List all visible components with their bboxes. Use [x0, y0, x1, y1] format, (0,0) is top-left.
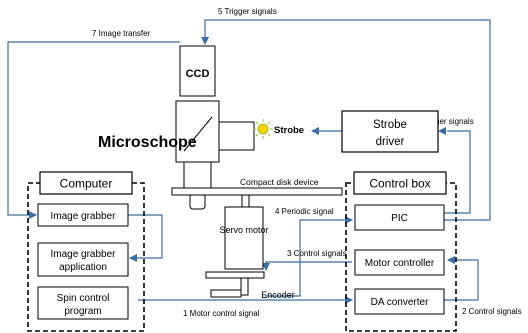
encoder-disk [205, 271, 265, 279]
image-grabber-label: Image grabber [50, 211, 116, 222]
encoder-shaft [240, 277, 249, 296]
spin-control-label-1: Spin control [57, 293, 110, 304]
control-box-title-box [353, 171, 447, 195]
control-signals-line-2 [444, 256, 479, 301]
grabber-app-box [37, 242, 129, 277]
motor-controller-box [354, 249, 445, 276]
grabber-app-line [128, 214, 163, 262]
compact-disk-label: Compact disk device [240, 177, 319, 187]
objective-lens [189, 193, 206, 210]
signal-2-label: 2 Control signals [462, 307, 522, 316]
trigger-line-6 [444, 130, 471, 214]
grabber-app-label-1: Image grabber [50, 249, 116, 260]
computer-title: Computer [60, 177, 113, 191]
strobe-driver-label-1: Strobe [373, 119, 407, 131]
spin-control-box [37, 286, 129, 320]
encoder-reader [210, 289, 242, 298]
control-box-group [345, 182, 457, 332]
motor-controller-label: Motor controller [365, 258, 435, 269]
signal-1-label: 1 Motor control signal [183, 309, 260, 318]
grabber-app-label-2: application [59, 262, 107, 273]
beam-splitter-line [183, 116, 213, 152]
compact-disk [171, 187, 343, 196]
image-transfer-line [7, 41, 180, 219]
control-box-title: Control box [369, 177, 430, 191]
signal-3-label: 3 Control signals [287, 249, 347, 258]
pic-box [354, 204, 445, 231]
periodic-signal-line [265, 216, 353, 297]
ccd-label: CCD [186, 68, 210, 80]
connections [7, 19, 491, 304]
strobe-driver-box [341, 110, 439, 153]
encoder-label: Encoder [261, 290, 295, 300]
signal-6-label: 6 Trigger signals [415, 117, 474, 126]
motor-shaft [241, 194, 250, 208]
servo-motor-label: Servo motor [219, 225, 268, 235]
signal-4-label: 4 Periodic signal [275, 207, 334, 216]
computer-title-box [39, 171, 133, 195]
pic-label: PIC [391, 213, 408, 224]
trigger-line-5 [201, 19, 491, 221]
ccd-camera [179, 45, 216, 97]
da-converter-label: DA converter [371, 297, 429, 308]
strobe-port [218, 121, 255, 151]
microscope-head [175, 100, 220, 163]
microscope-title: Microschope [98, 134, 197, 151]
strobe-label: Strobe [274, 125, 304, 136]
signal-7-label: 7 Image transfer [92, 29, 151, 38]
control-signals-line-3 [262, 261, 352, 271]
strobe-lamp-icon [253, 119, 273, 139]
servo-motor [224, 206, 264, 270]
spin-control-label-2: program [64, 306, 101, 317]
signal-5-label: 5 Trigger signals [218, 7, 277, 16]
image-grabber-box [37, 203, 129, 227]
strobe-driver-label-2: driver [376, 136, 405, 148]
da-converter-box [354, 288, 445, 315]
